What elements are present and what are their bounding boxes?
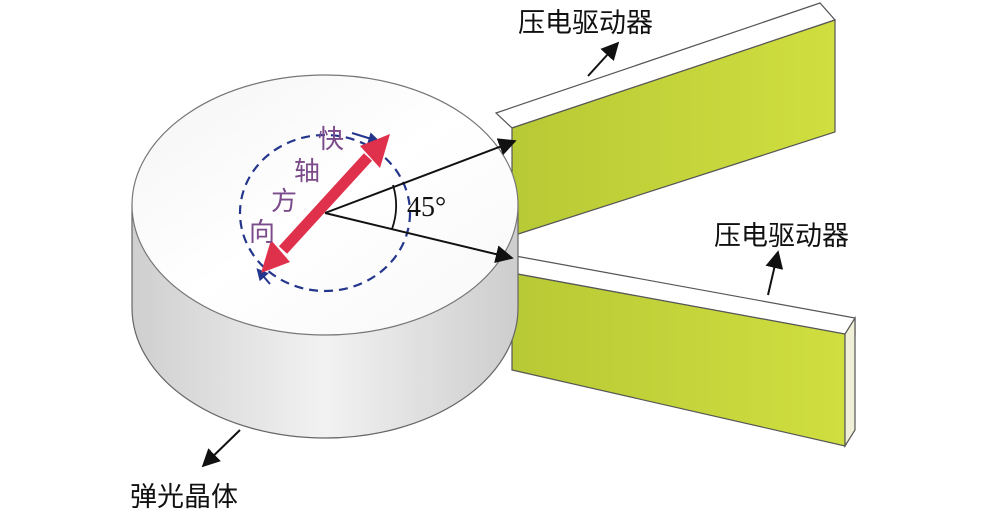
lower-actuator-pointer bbox=[765, 250, 784, 296]
crystal-label: 弹光晶体 bbox=[130, 482, 238, 513]
lower-piezo-actuator bbox=[509, 254, 856, 449]
fast-axis-char-2: 轴 bbox=[294, 157, 320, 187]
force-arrow-lower bbox=[324, 212, 514, 263]
upper-actuator-label: 压电驱动器 bbox=[518, 8, 653, 39]
rotation-arrowhead-top bbox=[351, 132, 381, 144]
angle-label: 45° bbox=[407, 192, 446, 223]
fast-axis-char-3: 方 bbox=[271, 187, 297, 217]
upper-actuator-pointer bbox=[587, 41, 620, 77]
lower-actuator-end-face bbox=[844, 315, 856, 449]
fast-axis-char-4: 向 bbox=[249, 218, 275, 248]
fast-axis-double-arrow bbox=[261, 134, 390, 273]
crystal-pointer bbox=[201, 429, 241, 468]
force-arrow-upper bbox=[324, 138, 517, 214]
rotation-dashed-circle bbox=[238, 133, 412, 293]
fast-axis-label: 快 轴 方 向 bbox=[249, 125, 344, 248]
lower-actuator-label: 压电驱动器 bbox=[714, 221, 849, 252]
angle-arc bbox=[391, 184, 397, 230]
fast-axis-arrowhead-lower bbox=[261, 240, 290, 273]
fast-axis-char-1: 快 bbox=[318, 125, 344, 155]
fast-axis-arrowhead-upper bbox=[360, 134, 390, 168]
rotation-arrowhead-bottom bbox=[256, 268, 271, 285]
